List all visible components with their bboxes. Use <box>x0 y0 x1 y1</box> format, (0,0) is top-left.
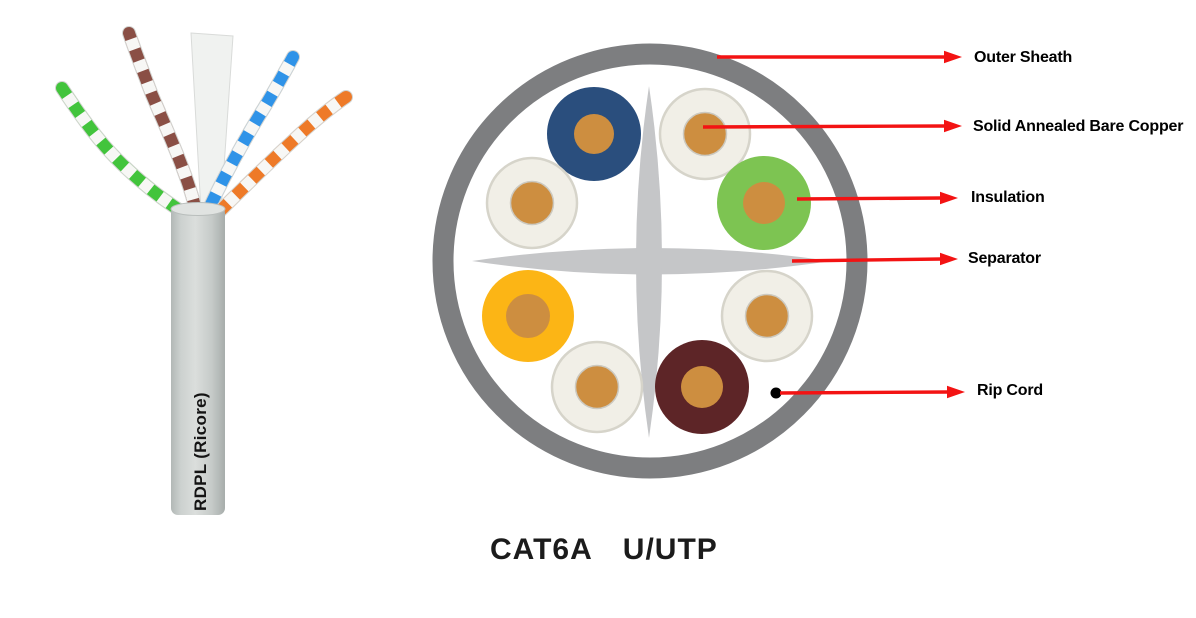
wire-white-bottom-left <box>550 340 644 434</box>
wire-white-top-right <box>658 87 752 181</box>
arrow-copper <box>702 119 962 133</box>
cable-sheath <box>171 206 225 515</box>
label-insulation: Insulation <box>971 189 1045 206</box>
cable-sheath-mouth <box>170 202 226 216</box>
arrowhead <box>940 252 958 266</box>
wire-blue <box>547 87 641 181</box>
arrowhead <box>944 50 962 64</box>
label-separator: Separator <box>968 250 1041 267</box>
title-category: CAT6A <box>490 533 593 566</box>
cable-photo: RDPL (Ricore) <box>55 26 353 515</box>
wire-white-copper <box>682 111 728 157</box>
wire-white-lower-right <box>720 269 814 363</box>
wire-white-upper-left <box>485 156 579 250</box>
wire-yellow-copper <box>506 294 550 338</box>
diagram-title: CAT6A U/UTP <box>490 533 718 567</box>
wire-maroon-copper <box>681 366 723 408</box>
arrow-rip-cord <box>779 385 965 399</box>
arrowhead <box>940 191 958 205</box>
wire-yellow <box>482 270 574 362</box>
label-solid-annealed-bare-copper: Solid Annealed Bare Copper <box>973 118 1184 135</box>
arrow-separator <box>791 252 958 266</box>
arrow-outer-sheath <box>717 50 962 64</box>
arrowhead <box>944 119 962 133</box>
twisted-pair-orange <box>211 90 353 220</box>
label-rip-cord: Rip Cord <box>977 382 1043 399</box>
sheath-print-label: RDPL (Ricore) <box>191 392 210 511</box>
wire-white-copper <box>744 293 790 339</box>
annotation-arrows <box>702 50 965 399</box>
arrow-insulation <box>796 191 958 205</box>
wire-green-copper <box>743 182 785 224</box>
twisted-pair-brown <box>122 26 203 218</box>
wire-blue-copper <box>574 114 614 154</box>
wire-white-copper <box>574 364 620 410</box>
twisted-pair-blue <box>201 50 300 218</box>
label-outer-sheath: Outer Sheath <box>974 49 1073 66</box>
wire-white-copper <box>509 180 555 226</box>
separator-vertical-arm <box>636 86 662 438</box>
title-shielding-type: U/UTP <box>622 533 718 566</box>
wire-maroon <box>655 340 749 434</box>
rip-cord-dot <box>770 387 782 399</box>
wire-green <box>717 156 811 250</box>
twisted-pair-green <box>55 81 191 220</box>
arrowhead <box>947 385 965 399</box>
